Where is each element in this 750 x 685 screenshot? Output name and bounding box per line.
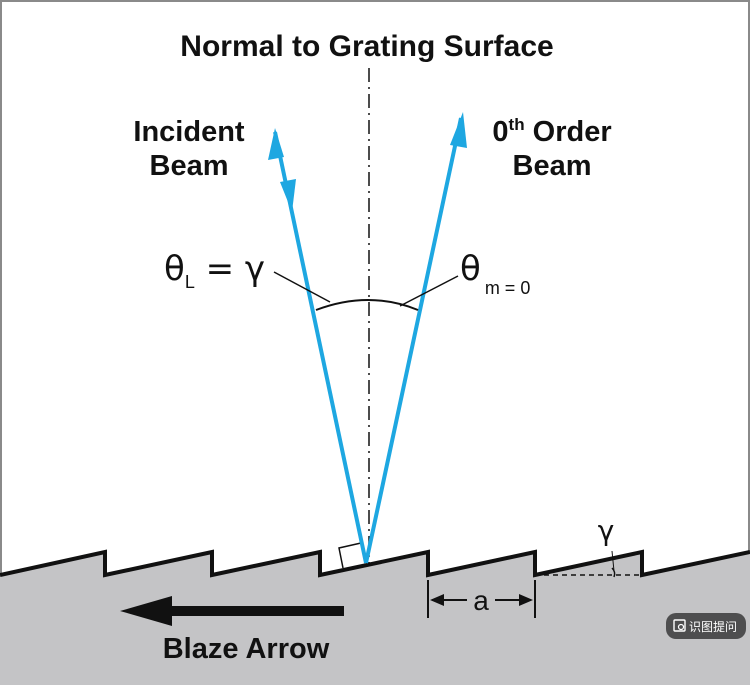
normal-title: Normal to Grating Surface [180,30,553,63]
grating-surface-line [0,549,750,578]
order-label-sup: th [509,115,525,134]
order-label-number: 0 [492,116,508,148]
theta-l-equals: = γ [195,249,265,289]
gamma-label: γ [598,514,615,547]
blaze-arrow-label: Blaze Arrow [163,633,330,665]
gamma-leader [611,550,615,572]
watermark-text: 识图提问 [689,619,737,634]
incident-arrow-up [268,128,284,160]
blaze-arrow-head [120,596,172,626]
angle-arc [315,299,419,311]
theta-l-leader [273,271,331,303]
theta-l-subscript: L [185,272,195,292]
theta-l-symbol: θ [164,249,185,289]
incident-arrow-down [280,179,296,212]
blaze-arrow-shaft [170,606,344,616]
pitch-label: a [473,585,489,616]
right-angle-marker [338,542,362,569]
watermark-background [666,613,746,639]
theta-l-label: θL = γ [164,249,265,292]
image-search-icon [673,619,686,632]
pitch-arrow-right [519,594,533,606]
zero-order-arrow [450,112,467,148]
order-label-line2: Beam [513,150,592,182]
order-label-line1: 0th Order [492,115,611,148]
gamma-arc [611,567,616,578]
order-label-rest: Order [525,116,612,148]
zero-order-beam [364,117,463,564]
incident-label-line1: Incident [133,116,245,148]
theta-m-subscript: m = 0 [485,278,531,298]
watermark-badge[interactable]: 识图提问 [666,613,746,639]
theta-m-leader [399,275,459,307]
grating-substrate [0,552,750,685]
incident-label-line2: Beam [150,150,229,182]
pitch-arrow-left [430,594,444,606]
theta-m-symbol: θ [460,249,481,289]
